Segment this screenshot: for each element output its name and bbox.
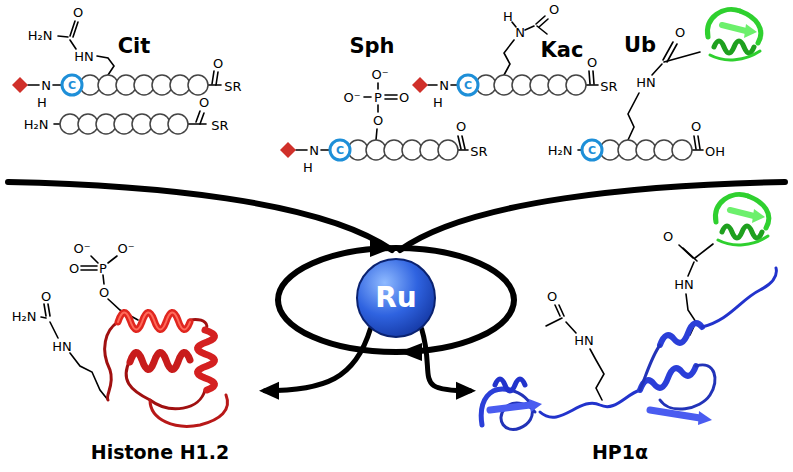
atom-label: N <box>439 79 449 92</box>
protein-product: Histone H1.2 <box>55 300 265 465</box>
atom-label: H₂N <box>24 118 49 131</box>
atom-label: OH <box>705 145 725 158</box>
atom-label: HN <box>74 50 94 63</box>
carbon-label: C <box>68 80 76 91</box>
atom-label: H₂N <box>12 310 37 323</box>
atom-label: SR <box>211 119 228 132</box>
modification-label: Kac <box>541 40 584 61</box>
protein-product: HP1α <box>470 300 770 465</box>
atom-label: O⁻ <box>371 68 388 81</box>
atom-label: O⁻ <box>343 91 360 104</box>
atom-label: O <box>547 290 557 303</box>
atom-label: N <box>41 79 51 92</box>
atom-label: N <box>309 144 319 157</box>
modification-label: Cit <box>118 36 151 57</box>
catalyst-label: Ru <box>375 283 417 314</box>
atom-label: HN <box>636 76 656 89</box>
atom-label: O <box>213 57 223 70</box>
modification-label: Ub <box>624 35 656 56</box>
atom-label: O <box>199 96 209 109</box>
atom-label: HN <box>574 334 594 347</box>
protein-name: Histone H1.2 <box>91 442 229 463</box>
reaction-arrow <box>422 329 470 391</box>
atom-label: H₂N <box>28 29 53 42</box>
atom-label: O <box>373 114 383 127</box>
atom-label: O <box>456 120 466 133</box>
carbon-label: C <box>588 145 596 156</box>
atom-label: O <box>675 26 685 39</box>
atom-label: SR <box>600 80 617 93</box>
carbon-label: C <box>336 145 344 156</box>
atom-label: SR <box>470 145 487 158</box>
atom-label: O⁻ <box>117 242 134 255</box>
catalyst-circle: Ru <box>356 258 436 338</box>
atom-label: H <box>37 96 47 109</box>
atom-label: O <box>73 6 83 19</box>
atom-label: P <box>374 91 382 104</box>
atom-label: H <box>433 96 443 109</box>
atom-label: HN <box>674 278 694 291</box>
atom-label: P <box>99 262 107 275</box>
atom-label: N <box>515 26 525 39</box>
atom-label: H₂N <box>548 144 573 157</box>
atom-label: O <box>399 91 409 104</box>
atom-label: O <box>69 262 79 275</box>
atom-label: O <box>587 56 597 69</box>
reaction-arrow <box>265 329 370 391</box>
atom-label: H <box>503 10 513 23</box>
carbon-label: C <box>464 80 472 91</box>
atom-label: H <box>303 161 313 174</box>
atom-label: O <box>549 3 559 16</box>
atom-label: O <box>663 230 673 243</box>
atom-label: O⁻ <box>73 242 90 255</box>
atom-label: O <box>691 120 701 133</box>
atom-label: SR <box>224 80 241 93</box>
modification-label: Sph <box>349 36 394 57</box>
protein-name: HP1α <box>592 442 648 463</box>
atom-label: O <box>41 290 51 303</box>
atom-label: O <box>99 286 109 299</box>
atom-label: HN <box>52 340 72 353</box>
